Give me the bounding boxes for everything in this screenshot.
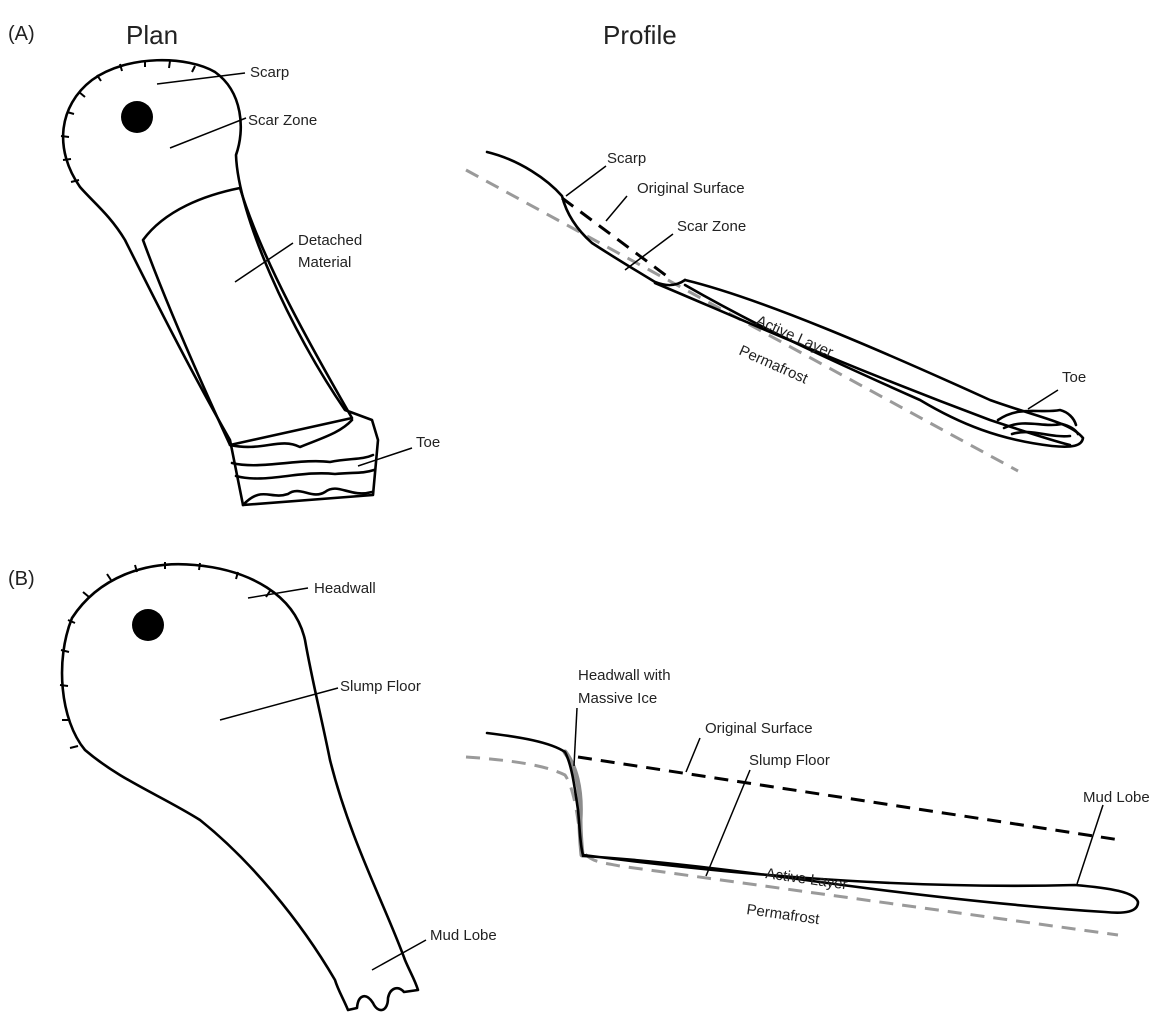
plan-b-mud-lobe-label: Mud Lobe [430, 927, 497, 944]
flow-top-a [685, 280, 1083, 447]
plan-a-scarp-label: Scarp [250, 64, 289, 81]
detached-material-outline [143, 188, 352, 445]
headwall-ticks [60, 562, 270, 748]
profile-b [466, 708, 1138, 935]
profile-a-original-surface-label: Original Surface [637, 180, 745, 197]
panel-a-id: (A) [8, 23, 35, 45]
toe-ridge-2 [236, 470, 374, 479]
toe-lobe-top [230, 420, 352, 447]
profile-b-mud-lobe-label: Mud Lobe [1083, 789, 1150, 806]
profile-b-permafrost-label: Permafrost [745, 901, 821, 928]
profile-title: Profile [603, 20, 677, 50]
profile-b-headwall-label-2: Massive Ice [578, 690, 657, 707]
profile-b-original-surface-label: Original Surface [705, 720, 813, 737]
plan-a-detached-label-1: Detached [298, 232, 362, 249]
plan-b-body [62, 564, 418, 1010]
plan-a-detached-label-2: Material [298, 254, 351, 271]
panel-b: (B) Headwall Slump [8, 562, 1150, 1010]
profile-b-slump-floor-label: Slump Floor [749, 752, 830, 769]
ground-surface-a [487, 152, 685, 285]
plan-b-outline [60, 562, 426, 1010]
plan-b-headwall-label: Headwall [314, 580, 376, 597]
profile-a-toe-label: Toe [1062, 369, 1086, 386]
profile-a-permafrost-label: Permafrost [736, 342, 811, 388]
location-dot-b [132, 609, 164, 641]
original-surface-b [578, 757, 1120, 840]
profile-a-scarp-label: Scarp [607, 150, 646, 167]
plan-a-outline [61, 60, 412, 505]
plan-b-slump-floor-label: Slump Floor [340, 678, 421, 695]
slump-floor-b [583, 855, 1138, 913]
plan-a-scar-zone-label: Scar Zone [248, 112, 317, 129]
profile-b-headwall-label-1: Headwall with [578, 667, 671, 684]
plan-a-body [63, 60, 378, 505]
profile-a [466, 152, 1083, 471]
profile-a-scar-zone-label: Scar Zone [677, 218, 746, 235]
location-dot-a [121, 101, 153, 133]
plan-a-toe-label: Toe [416, 434, 440, 451]
ground-surface-b [487, 733, 583, 855]
plan-title: Plan [126, 20, 178, 50]
panel-b-id: (B) [8, 568, 35, 590]
toe-ridge-1 [232, 455, 373, 465]
panel-a: (A) Plan Profile [8, 20, 1086, 505]
